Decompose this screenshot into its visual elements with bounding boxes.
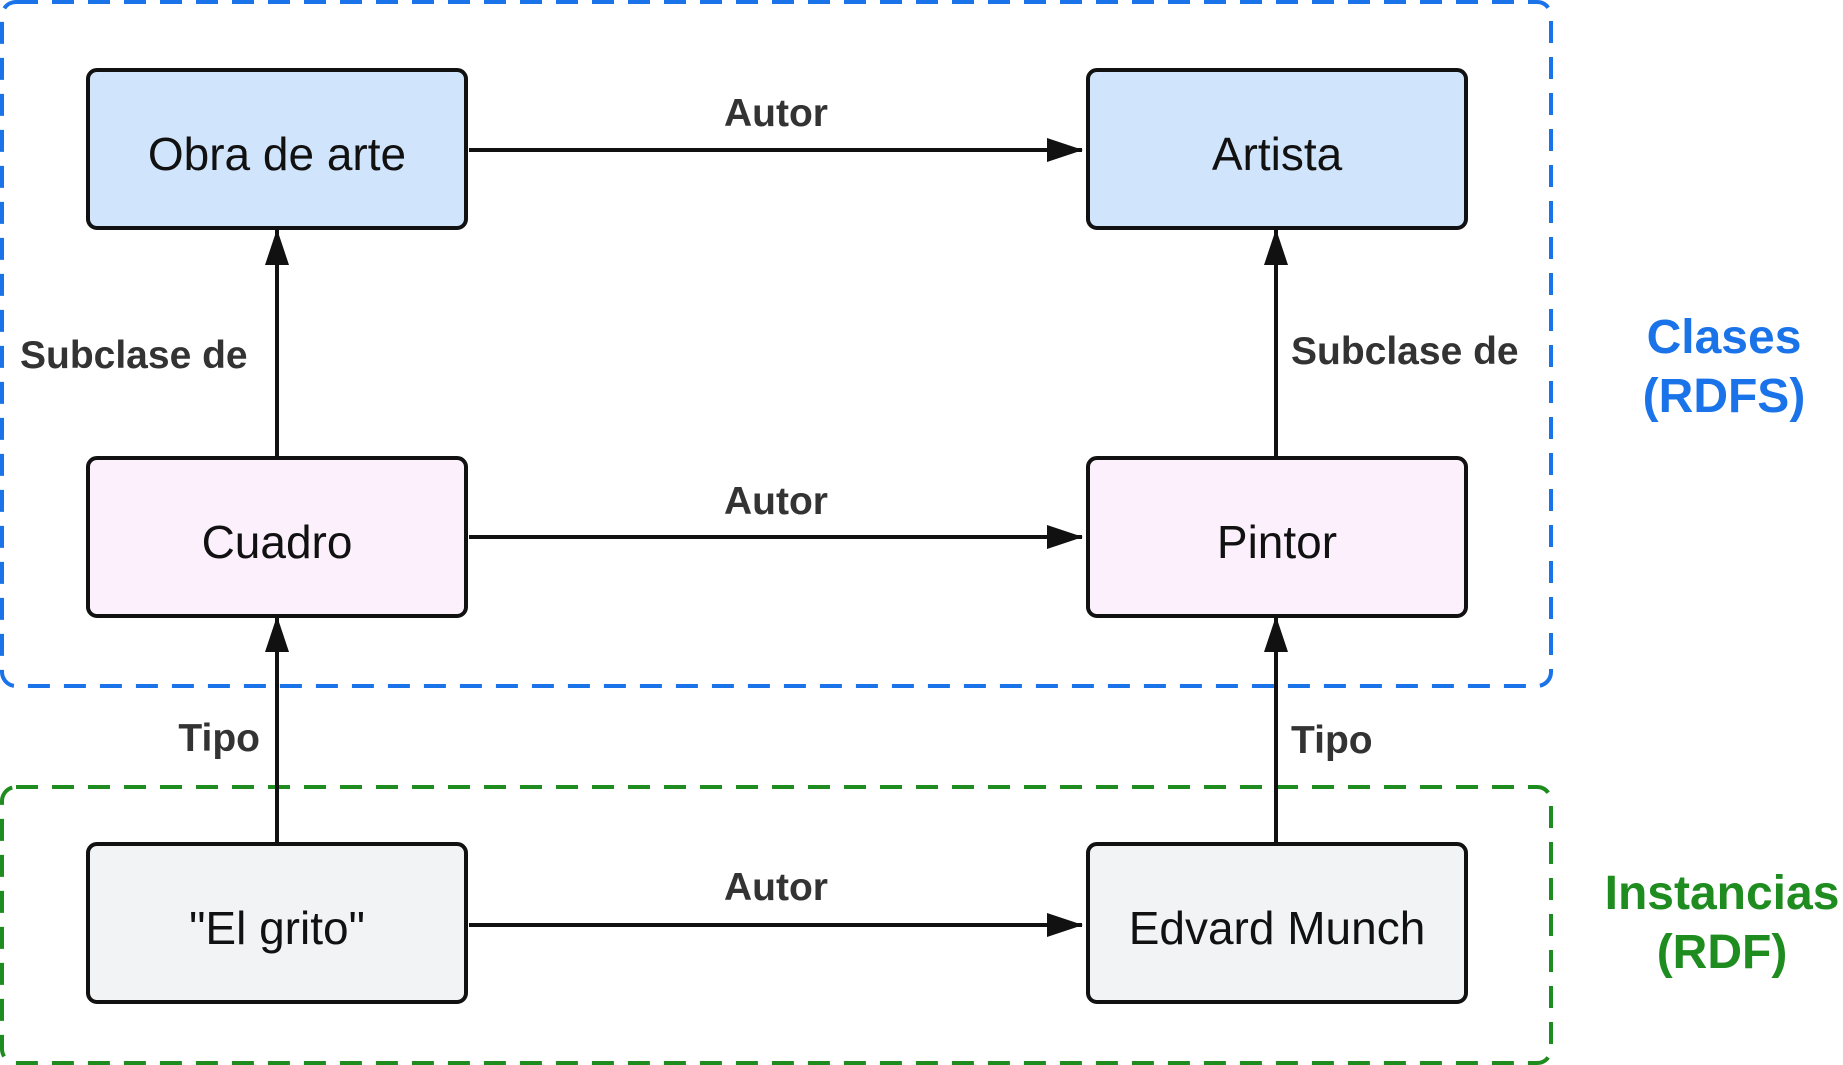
instances-group-box — [0, 785, 1553, 1065]
node-pintor: Pintor — [1086, 456, 1468, 618]
instances-group-label-line1: Instancias — [1605, 867, 1840, 920]
classes-group-label-line2: (RDFS) — [1643, 370, 1806, 423]
node-label-obra: Obra de arte — [148, 128, 406, 180]
edge-label-autor-top: Autor — [724, 92, 828, 135]
node-el-grito: "El grito" — [86, 842, 468, 1004]
node-cuadro: Cuadro — [86, 456, 468, 618]
edge-label-subclase-left: Subclase de — [20, 334, 248, 377]
edge-label-tipo-right: Tipo — [1291, 719, 1373, 762]
node-label-artista: Artista — [1212, 128, 1343, 180]
node-label-grito: "El grito" — [189, 902, 365, 954]
node-artista: Artista — [1086, 68, 1468, 230]
node-obra-de-arte: Obra de arte — [86, 68, 468, 230]
classes-group-label-line1: Clases — [1647, 311, 1802, 364]
edge-label-tipo-left: Tipo — [178, 717, 260, 760]
instances-group-label-line2: (RDF) — [1657, 926, 1788, 979]
node-label-munch: Edvard Munch — [1129, 902, 1426, 954]
node-edvard-munch: Edvard Munch — [1086, 842, 1468, 1004]
node-label-pintor: Pintor — [1217, 516, 1337, 568]
edge-label-subclase-right: Subclase de — [1291, 330, 1519, 373]
classes-group-box — [0, 0, 1553, 688]
edge-label-autor-bottom: Autor — [724, 866, 828, 909]
node-label-cuadro: Cuadro — [202, 516, 353, 568]
edge-label-autor-mid: Autor — [724, 480, 828, 523]
